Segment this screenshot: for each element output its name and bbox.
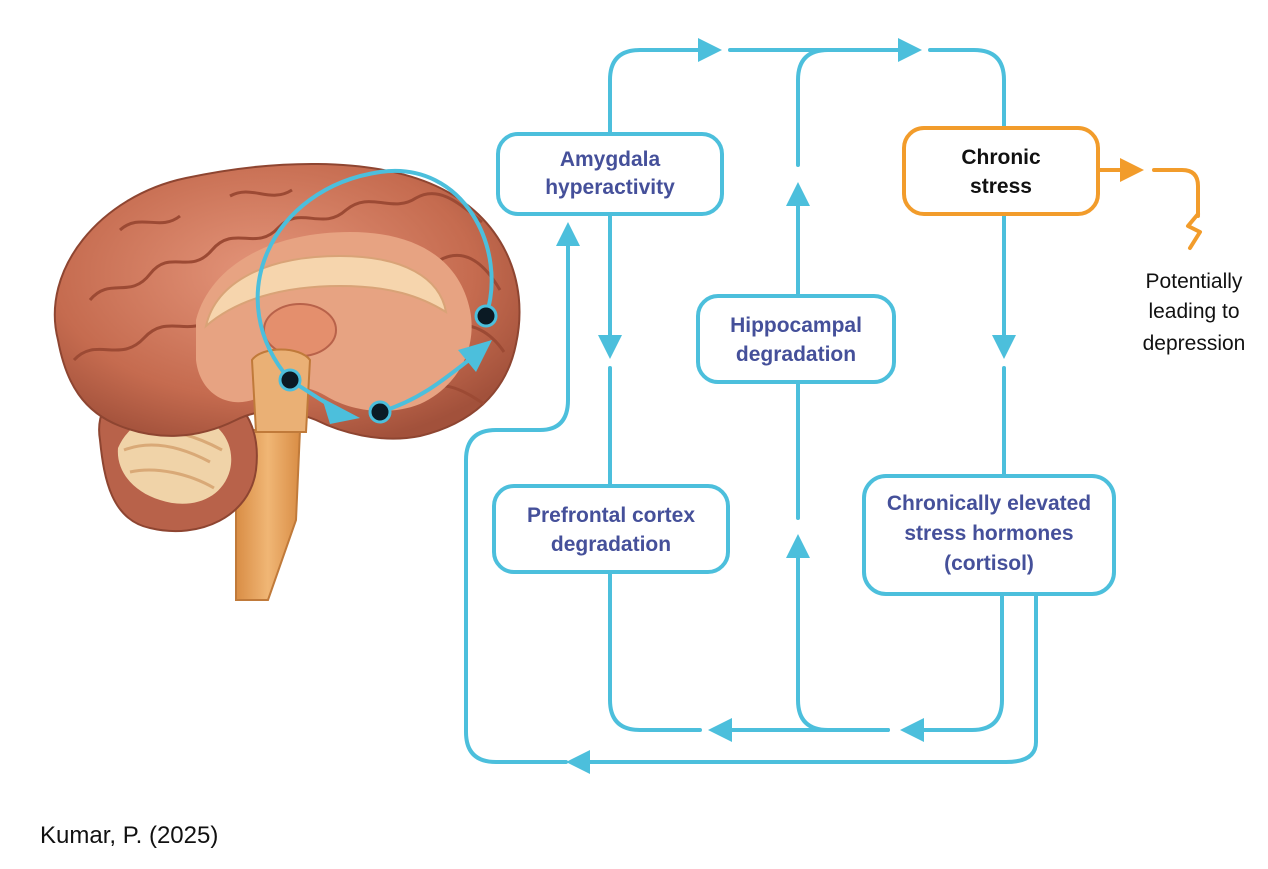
node-prefrontal-line2: degradation — [551, 533, 671, 556]
brain-illustration — [53, 162, 521, 601]
node-hippocampal-line2: degradation — [736, 343, 856, 366]
amygdala-node-dot — [278, 368, 302, 392]
outcome-line3: depression — [1143, 332, 1246, 355]
node-amygdala-line1: Amygdala — [560, 148, 661, 171]
node-hormones-line2: stress hormones — [904, 522, 1073, 545]
node-hippocampal-line1: Hippocampal — [730, 314, 862, 337]
outcome-line2: leading to — [1148, 300, 1239, 323]
node-amygdala: Amygdala hyperactivity — [496, 132, 724, 216]
node-chronic-stress-line1: Chronic — [961, 146, 1041, 169]
prefrontal-node-dot — [474, 304, 498, 328]
node-amygdala-line2: hyperactivity — [545, 176, 675, 199]
node-chronic-stress-line2: stress — [970, 175, 1032, 198]
node-prefrontal-line1: Prefrontal cortex — [527, 504, 695, 527]
node-prefrontal: Prefrontal cortex degradation — [492, 484, 730, 574]
node-chronic-stress: Chronic stress — [902, 126, 1100, 216]
node-hormones: Chronically elevated stress hormones (co… — [862, 474, 1116, 596]
node-hormones-line3: (cortisol) — [944, 552, 1034, 575]
brain-circuit-arrows — [255, 168, 498, 424]
lightning-bolt-icon — [1186, 212, 1202, 250]
flow-lines — [464, 38, 1202, 774]
outcome-line1: Potentially — [1146, 270, 1243, 293]
outcome-label: Potentially leading to depression — [1143, 270, 1246, 355]
citation: Kumar, P. (2025) — [40, 822, 219, 849]
hippocampus-node-dot — [368, 400, 392, 424]
node-hippocampal: Hippocampal degradation — [696, 294, 896, 384]
node-hormones-line1: Chronically elevated — [887, 492, 1091, 515]
